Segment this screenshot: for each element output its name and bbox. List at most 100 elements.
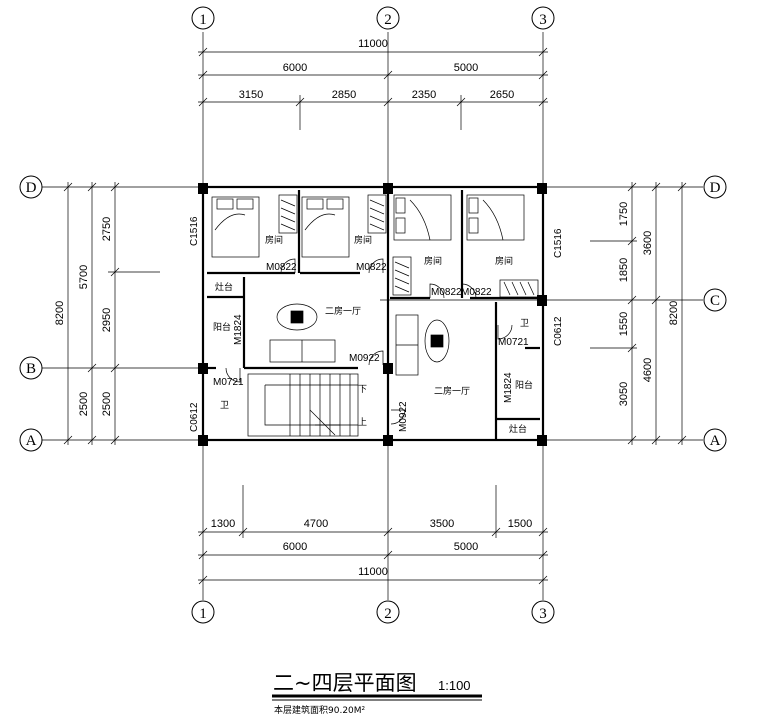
circle-mark: [703, 288, 727, 312]
path-mark: [429, 283, 445, 299]
rect-mark: [290, 310, 304, 324]
line-mark: [383, 97, 393, 107]
openings-c0612-label: C0612: [553, 316, 564, 346]
line-mark: [87, 435, 97, 445]
openings-m0822-label: M0822: [266, 262, 297, 273]
rect-mark: [367, 194, 387, 234]
openings-m1824-label: M1824: [503, 372, 514, 403]
wardrobe-icon: [392, 256, 412, 296]
line-mark: [110, 363, 120, 373]
dims-bottom-right-label: 5000: [454, 541, 478, 553]
dims-bottom-s3-label: 3500: [430, 518, 454, 530]
right-dimensions: 1750 1850 1550 3050 3600 4600 8200: [590, 182, 687, 445]
line-mark: [677, 435, 687, 445]
ellipse-mark: [424, 319, 450, 363]
rect-mark: [466, 194, 525, 241]
line-mark: [87, 363, 97, 373]
path-mark: [369, 199, 385, 231]
rooms-bath-label: 卫: [220, 401, 229, 411]
line-mark: [651, 182, 661, 192]
rect-mark: [198, 363, 208, 374]
line-mark: [491, 527, 501, 537]
rect-mark: [395, 217, 406, 234]
dims-top-s1-label: 3150: [239, 89, 263, 101]
circle-mark: [191, 6, 215, 30]
walls: [201, 185, 545, 442]
axes-col1-label: 1: [199, 606, 207, 622]
axes-col2-label: 2: [384, 12, 392, 28]
rect-mark: [216, 198, 234, 210]
rooms-balcony-label: 阳台: [515, 379, 533, 391]
dims-bottom-left-label: 6000: [283, 541, 307, 553]
openings-m1824-label: M1824: [233, 314, 244, 345]
axis-1-top: 1: [191, 6, 215, 30]
line-mark: [456, 97, 466, 107]
line-mark: [651, 295, 661, 305]
line-mark: [383, 70, 393, 80]
line-mark: [238, 527, 248, 537]
circle-mark: [19, 356, 43, 380]
dims-left-c-label: 2500: [101, 392, 113, 416]
rooms-bath-label: 卫: [520, 319, 529, 329]
circle-mark: [191, 600, 215, 624]
path-mark: [225, 367, 241, 383]
line-mark: [295, 97, 305, 107]
line-mark: [198, 97, 208, 107]
dims-bottom-total-label: 11000: [358, 566, 388, 578]
structural-columns: [198, 183, 547, 446]
room-labels: 房间 房间 房间 房间 二房一厅 二房一厅 灶台 灶台 阳台 阳台 卫 卫 下 …: [213, 234, 533, 435]
axis-3-top: 3: [531, 6, 555, 30]
scale-text: 1:100: [438, 678, 471, 693]
axes-rowC-label: C: [710, 293, 720, 309]
axis-A-left: A: [19, 428, 43, 452]
circle-mark: [19, 428, 43, 452]
rect-mark: [326, 198, 344, 210]
rect-mark: [392, 256, 412, 296]
line-mark: [198, 47, 208, 57]
axes-col2-label: 2: [384, 606, 392, 622]
openings-m0822-label: M0822: [461, 287, 492, 298]
line-mark: [627, 435, 637, 445]
door-swings: [225, 258, 513, 425]
drawing-title: 二~四层平面图 1:100 本层建筑面积90.20M²: [272, 671, 482, 716]
dims-top-right-label: 5000: [454, 62, 478, 74]
g-mark: [198, 47, 548, 130]
axes-rowD-label: D: [26, 180, 37, 196]
dims-right-d-label: 3050: [618, 382, 630, 406]
path-mark: [214, 213, 246, 231]
g-mark: [590, 182, 687, 445]
line-mark: [198, 70, 208, 80]
axes-rowD-label: D: [710, 180, 721, 196]
path-mark: [482, 199, 504, 241]
dims-top-s2-label: 2850: [332, 89, 356, 101]
circle-mark: [531, 6, 555, 30]
dims-right-c-label: 1550: [618, 312, 630, 336]
rooms-living-label: 二房一厅: [434, 385, 470, 397]
bed-icon: [211, 196, 260, 258]
dims-bottom-s1-label: 1300: [211, 518, 235, 530]
opening-labels: C1516 C1516 M0822 M0822 M0822 M0822 M182…: [189, 216, 564, 432]
axis-C-right: C: [703, 288, 727, 312]
dims-right-total-label: 8200: [668, 301, 680, 325]
dims-top-left-label: 6000: [283, 62, 307, 74]
path-mark: [280, 258, 296, 274]
grid-lines: [42, 32, 703, 600]
circle-mark: [531, 600, 555, 624]
line-mark: [627, 182, 637, 192]
line-mark: [110, 182, 120, 192]
rooms-bedroom-label: 房间: [354, 234, 372, 246]
dims-left-a-label: 2750: [101, 217, 113, 241]
rect-mark: [247, 373, 359, 437]
ellipse-mark: [276, 303, 318, 331]
top-dimensions: 11000 6000 5000 3150 2850 2350 2650: [198, 38, 548, 130]
circle-mark: [19, 175, 43, 199]
rect-mark: [383, 183, 393, 194]
rect-mark: [468, 197, 479, 214]
line-mark: [538, 527, 548, 537]
line-mark: [677, 182, 687, 192]
rect-mark: [198, 435, 208, 446]
line-mark: [110, 267, 120, 277]
line-mark: [627, 295, 637, 305]
rect-mark: [301, 196, 350, 258]
